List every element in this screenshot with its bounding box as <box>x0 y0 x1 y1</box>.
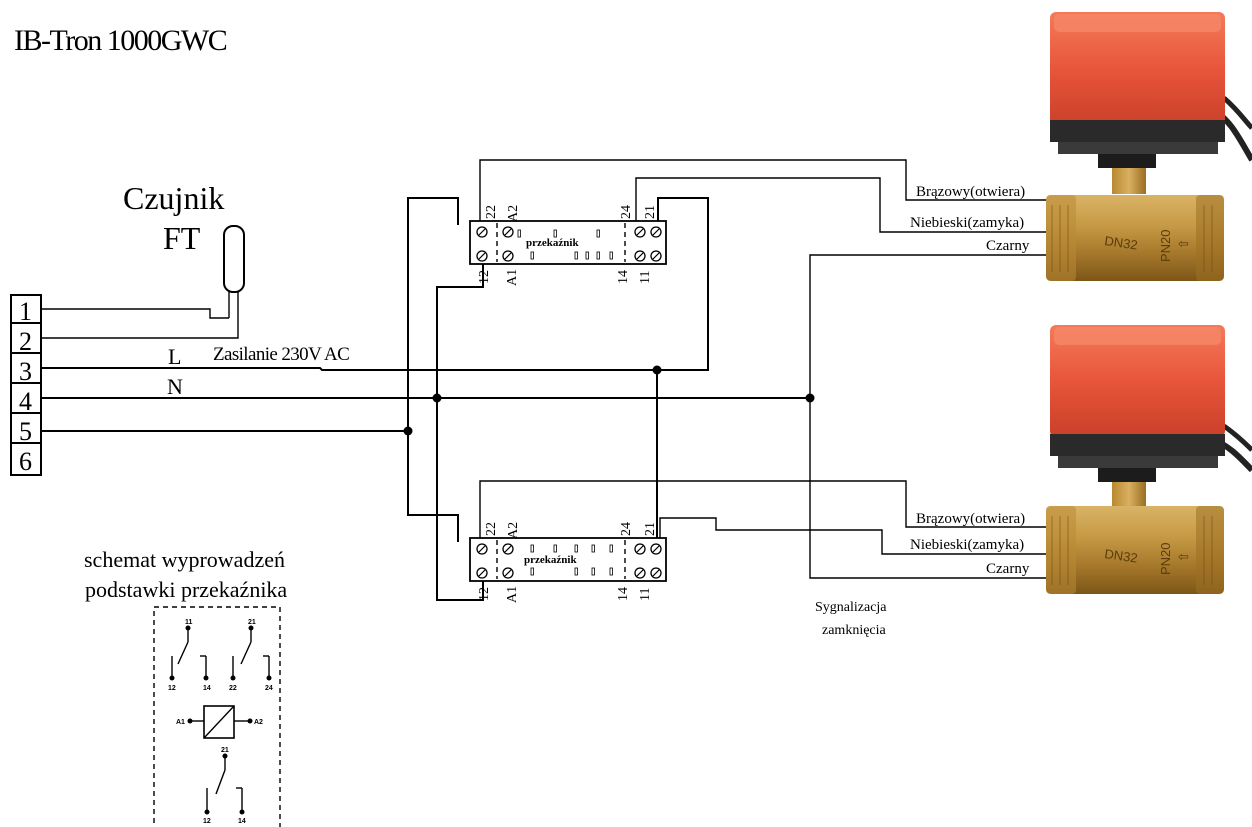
valve-2-wire-brown: Brązowy(otwiera) <box>916 511 1025 527</box>
valve-1-actuator <box>1050 12 1225 127</box>
valve-2-wire-black: Czarny <box>986 561 1030 577</box>
valve-1-flow-arrow: ⇦ <box>1178 236 1189 251</box>
schematic-pin-24: 24 <box>265 685 273 692</box>
valve-1-wire-blue: Niebieski(zamyka) <box>910 215 1024 231</box>
relay-2-pin-22: 22 <box>484 522 499 536</box>
relay-2-pin-14: 14 <box>616 587 631 601</box>
line-label-L: L <box>168 344 181 369</box>
relay-1-pin-11: 11 <box>638 271 653 284</box>
schematic-pin-14a: 14 <box>203 685 211 692</box>
sensor-ft: Czujnik FT <box>123 180 245 330</box>
relay-2-pin-A1: A1 <box>505 586 520 603</box>
schematic-pin-A2: A2 <box>254 719 263 726</box>
schematic-pin-21a: 21 <box>248 619 256 626</box>
valve-2: DN32 PN20 ⇦ <box>1046 325 1252 594</box>
relay-1-label: przekaźnik <box>526 237 579 249</box>
terminal-1: 1 <box>19 297 32 326</box>
socket-schematic: schemat wyprowadzeń podstawki przekaźnik… <box>84 547 287 827</box>
valve-2-flow-arrow: ⇦ <box>1178 549 1189 564</box>
relay-2: przekaźnik 22 A2 24 21 12 A1 14 11 <box>469 522 667 603</box>
sensor-label-line2: FT <box>163 220 201 256</box>
schematic-pin-12a: 12 <box>168 685 176 692</box>
terminal-6: 6 <box>19 447 32 476</box>
schematic-pin-22: 22 <box>229 685 237 692</box>
valve-1-wire-black: Czarny <box>986 238 1030 254</box>
valve-1-wire-brown: Brązowy(otwiera) <box>916 184 1025 200</box>
valve-2-body-mark: DN32 <box>1104 546 1139 565</box>
schematic-pin-A1: A1 <box>176 719 185 726</box>
relay-1-pin-21: 21 <box>643 205 658 219</box>
relay-1-pin-14: 14 <box>616 270 631 284</box>
relay-1-pin-24: 24 <box>619 205 634 219</box>
schematic-pin-14b: 14 <box>238 818 246 825</box>
relay-2-pin-24: 24 <box>619 522 634 536</box>
page-title: IB-Tron 1000GWC <box>14 24 227 57</box>
signal-label-line2: zamknięcia <box>822 623 887 638</box>
relay-2-pin-21: 21 <box>643 522 658 536</box>
schematic-title-line1: schemat wyprowadzeń <box>84 547 285 572</box>
valve-2-actuator <box>1050 325 1225 437</box>
schematic-pin-21b: 21 <box>221 747 229 754</box>
relay-1-pin-A2: A2 <box>506 205 521 222</box>
terminal-4: 4 <box>19 387 32 416</box>
schematic-pin-11: 11 <box>185 619 193 626</box>
terminal-3: 3 <box>19 357 32 386</box>
schematic-title-line2: podstawki przekaźnika <box>85 577 287 602</box>
relay-1-pin-A1: A1 <box>505 269 520 286</box>
sensor-label-line1: Czujnik <box>123 180 224 216</box>
relay-1-pin-22: 22 <box>484 205 499 219</box>
valve-1-side-mark: PN20 <box>1158 229 1173 262</box>
valve-1: DN32 PN20 ⇦ <box>1046 12 1252 281</box>
relay-2-pin-11: 11 <box>638 588 653 601</box>
relay-1-pin-12: 12 <box>477 270 492 284</box>
line-label-N: N <box>167 374 183 399</box>
terminal-strip: 1 2 3 4 5 6 <box>10 294 42 476</box>
valve-1-body-mark: DN32 <box>1104 233 1139 252</box>
wiring <box>41 159 1050 601</box>
relay-2-pin-12: 12 <box>477 587 492 601</box>
schematic-pin-12b: 12 <box>203 818 211 825</box>
valve-2-side-mark: PN20 <box>1158 542 1173 575</box>
valve-2-wire-blue: Niebieski(zamyka) <box>910 537 1024 553</box>
signal-label-line1: Sygnalizacja <box>815 600 887 615</box>
terminal-2: 2 <box>19 327 32 356</box>
terminal-5: 5 <box>19 417 32 446</box>
supply-label: Zasilanie 230V AC <box>213 344 349 365</box>
relay-2-label: przekaźnik <box>524 554 577 566</box>
relay-2-pin-A2: A2 <box>506 522 521 539</box>
relay-1: przekaźnik 22 A2 24 21 12 A1 14 11 <box>469 205 667 286</box>
sensor-probe <box>223 225 245 293</box>
